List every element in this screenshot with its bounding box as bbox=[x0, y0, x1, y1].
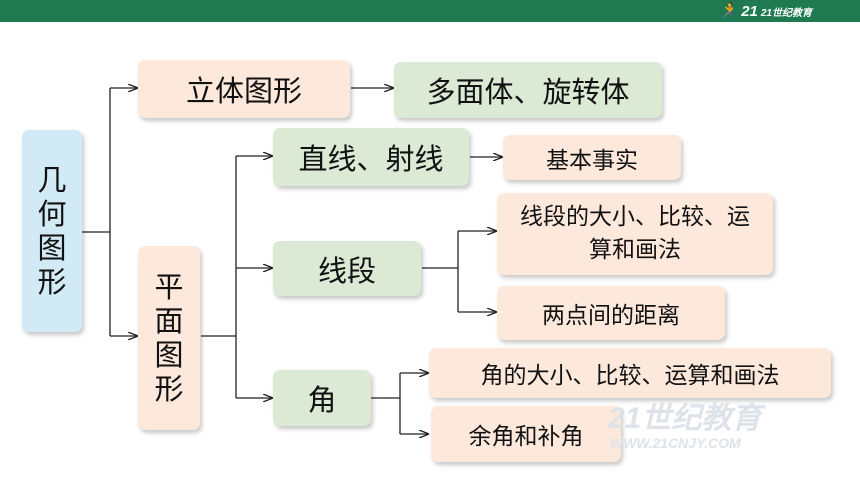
node-angle-child-2: 余角和补角 bbox=[431, 406, 621, 462]
node-plane: 平面图形 bbox=[138, 246, 200, 430]
node-line-child: 基本事实 bbox=[503, 135, 681, 180]
node-angle: 角 bbox=[273, 370, 371, 426]
plane-connector bbox=[201, 156, 237, 398]
angle-connector bbox=[371, 373, 401, 434]
node-root: 几何图形 bbox=[22, 130, 82, 332]
node-solid: 立体图形 bbox=[138, 60, 350, 118]
node-line: 直线、射线 bbox=[273, 128, 469, 186]
logo-mark: 21 bbox=[741, 2, 758, 20]
segment-connector bbox=[422, 231, 459, 312]
node-solid-child: 多面体、旋转体 bbox=[394, 62, 662, 118]
node-segment-child-1: 线段的大小、比较、运算和画法 bbox=[497, 193, 773, 275]
runner-icon: 🏃 bbox=[718, 3, 739, 20]
root-connector bbox=[82, 88, 111, 336]
node-segment: 线段 bbox=[273, 241, 421, 296]
logo-text: 21世纪教育 bbox=[760, 7, 812, 19]
site-logo: 🏃 21 21世纪教育 bbox=[718, 2, 812, 21]
node-angle-child-1: 角的大小、比较、运算和画法 bbox=[429, 348, 831, 398]
header-bar: 🏃 21 21世纪教育 bbox=[0, 0, 860, 22]
node-segment-child-2: 两点间的距离 bbox=[497, 286, 725, 340]
